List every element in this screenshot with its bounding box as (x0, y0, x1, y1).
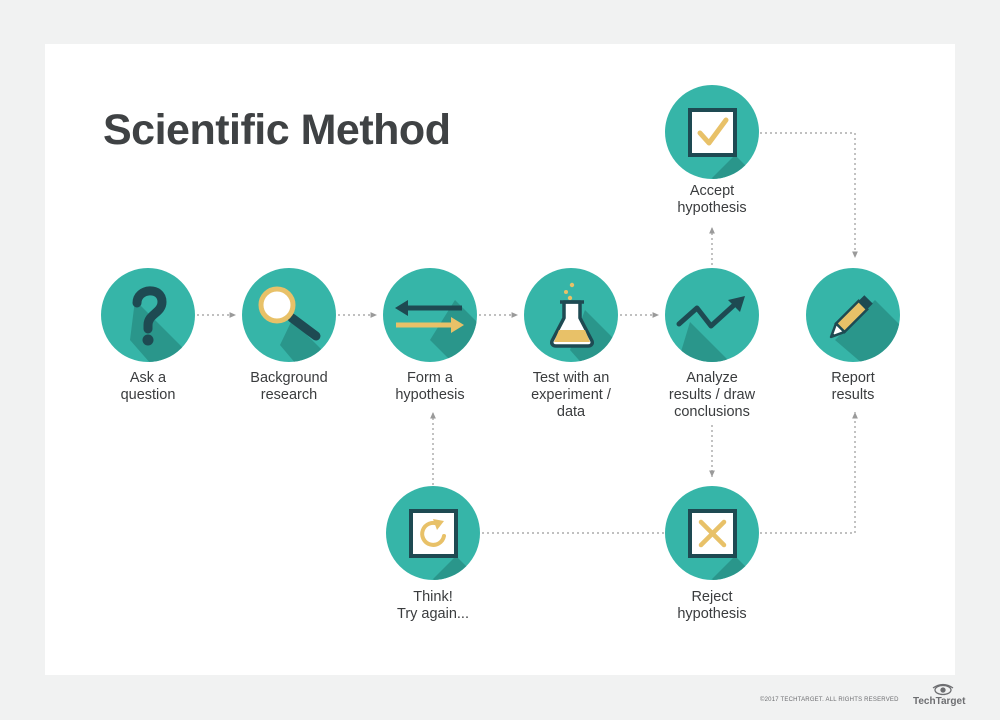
x-mark-icon (688, 509, 737, 558)
node-think-try-again (386, 486, 480, 580)
connector-reject-report (760, 412, 858, 534)
node-report-results (806, 268, 900, 362)
question-mark-icon (132, 286, 167, 346)
copyright-notice: ©2017 TECHTARGET. ALL RIGHTS RESERVED (760, 697, 899, 703)
node-accept-hypothesis (665, 85, 759, 179)
checkmark-icon (688, 108, 737, 157)
pencil-icon (829, 295, 873, 339)
node-test-experiment (524, 268, 618, 362)
diagram-card (45, 44, 955, 675)
node-form-hypothesis (383, 268, 477, 362)
connector-accept-report (760, 132, 858, 258)
diagram-title: Scientific Method (103, 106, 451, 154)
node-background-research (242, 268, 336, 362)
label-think-try-again: Think!Try again... (397, 589, 469, 622)
trend-arrow-icon (676, 296, 745, 329)
refresh-icon (409, 509, 458, 558)
node-analyze-results (665, 268, 759, 362)
magnifier-icon (258, 286, 321, 341)
flask-icon (550, 282, 594, 348)
techtarget-logo-icon (932, 683, 954, 696)
connectors (197, 132, 858, 534)
arrows-icon (395, 300, 464, 333)
brand-name: TechTarget (913, 696, 966, 707)
node-reject-hypothesis (665, 486, 759, 580)
